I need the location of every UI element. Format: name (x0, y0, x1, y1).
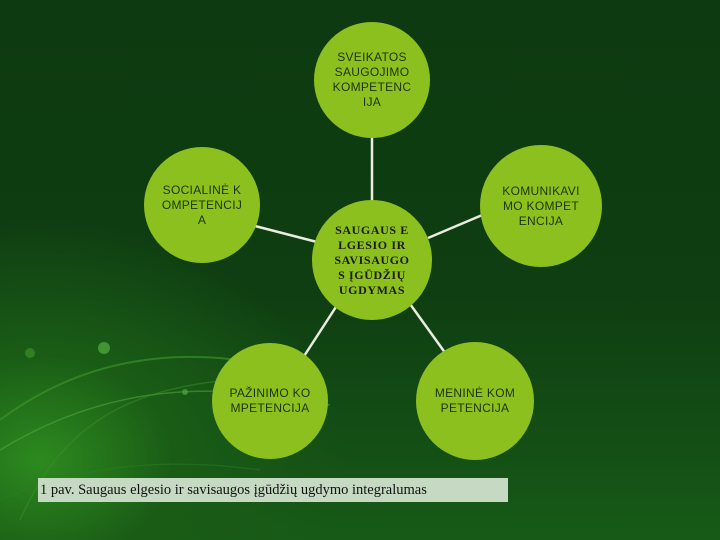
connector-social (254, 224, 318, 244)
connector-communication (427, 211, 488, 240)
node-health-label: SVEIKATOS SAUGOJIMO KOMPETENCIJA (332, 50, 412, 109)
node-communication: KOMUNIKAVIMO KOMPETENCIJA (480, 145, 602, 267)
figure-caption: 1 pav. Saugaus elgesio ir savisaugos įgū… (38, 478, 508, 502)
node-cognitive: PAŽINIMO KOMPETENCIJA (212, 343, 328, 459)
node-center-label: SAUGAUS ELGESIO IR SAVISAUGOS ĮGŪDŽIŲ UG… (334, 222, 410, 297)
node-social: SOCIALINĖ KOMPETENCIJA (144, 147, 260, 263)
node-cognitive-label: PAŽINIMO KOMPETENCIJA (229, 386, 311, 415)
node-artistic: MENINĖ KOMPETENCIJA (416, 342, 534, 460)
node-center: SAUGAUS ELGESIO IR SAVISAUGOS ĮGŪDŽIŲ UG… (312, 200, 432, 320)
node-health: SVEIKATOS SAUGOJIMO KOMPETENCIJA (314, 22, 430, 138)
node-artistic-label: MENINĖ KOMPETENCIJA (434, 386, 516, 415)
node-communication-label: KOMUNIKAVIMO KOMPETENCIJA (502, 183, 580, 228)
node-social-label: SOCIALINĖ KOMPETENCIJA (161, 182, 243, 227)
